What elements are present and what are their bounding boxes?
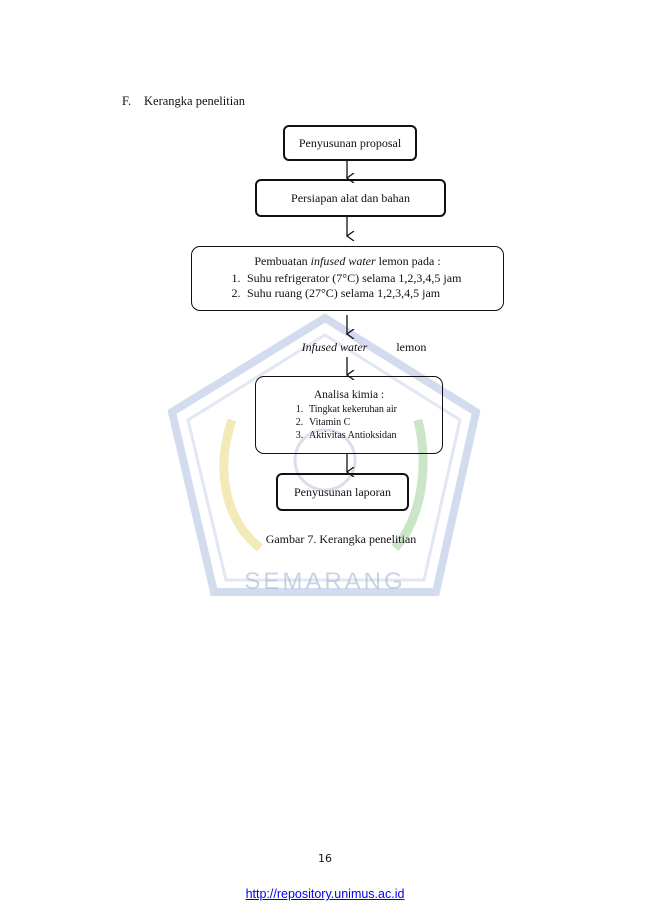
section-heading: F. Kerangka penelitian xyxy=(122,94,245,109)
list-item: 2.Vitamin C xyxy=(295,417,351,428)
flow-step-preparation: Persiapan alat dan bahan xyxy=(255,179,446,217)
flow-step-preparation-label: Persiapan alat dan bahan xyxy=(291,190,410,205)
flow-step-proposal-label: Penyusunan proposal xyxy=(298,135,402,150)
figure-caption: Gambar 7. Kerangka penelitian xyxy=(265,532,417,546)
flow-step-report-label: Penyusunan laporan xyxy=(294,484,391,499)
list-item: 3.Aktivitas Antioksidan xyxy=(295,430,397,441)
page-number: 16 xyxy=(318,852,332,865)
analysis-title: Analisa kimia : xyxy=(313,389,385,401)
flow-step-proposal: Penyusunan proposal xyxy=(283,125,417,161)
flow-step-report: Penyusunan laporan xyxy=(276,473,409,511)
list-item: 1.Suhu refrigerator (7°C) selama 1,2,3,4… xyxy=(231,271,462,285)
list-item: 1.Tingkat kekeruhan air xyxy=(295,404,397,415)
list-item: 2.Suhu ruang (27°C) selama 1,2,3,4,5 jam xyxy=(231,286,441,300)
flow-step-infused-water-making: Pembuatan infused water lemon pada : 1.S… xyxy=(191,246,504,311)
flow-step-chemical-analysis: Analisa kimia : 1.Tingkat kekeruhan air … xyxy=(255,376,443,454)
analysis-list: 1.Tingkat kekeruhan air 2.Vitamin C 3.Ak… xyxy=(256,403,442,442)
flow-step-making-intro: Pembuatan infused water lemon pada : xyxy=(254,254,441,268)
repository-link[interactable]: http://repository.unimus.ac.id xyxy=(245,887,405,901)
flow-product-label: Infused water lemon xyxy=(301,340,427,354)
section-title: Kerangka penelitian xyxy=(144,94,245,108)
footer: http://repository.unimus.ac.id xyxy=(0,887,650,901)
storage-conditions-list: 1.Suhu refrigerator (7°C) selama 1,2,3,4… xyxy=(192,271,503,301)
section-letter: F. xyxy=(122,94,132,108)
